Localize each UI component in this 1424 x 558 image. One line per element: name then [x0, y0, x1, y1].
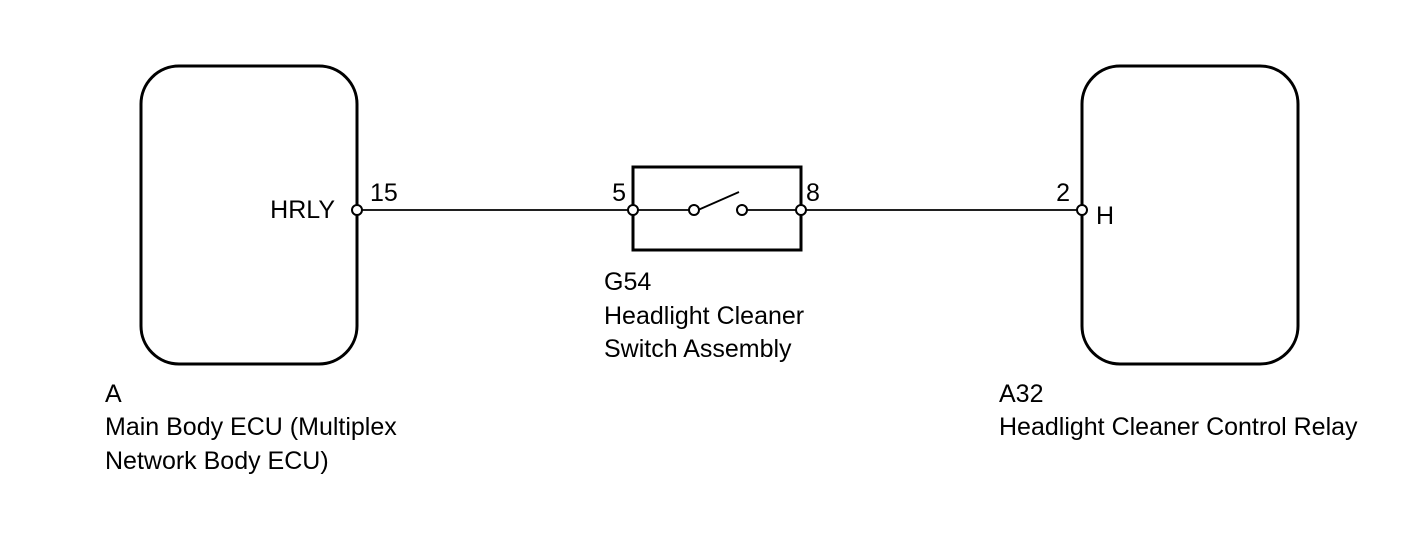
terminal-switch-5 [627, 204, 639, 216]
relay-block [1080, 64, 1300, 366]
ecu-name-line1: Main Body ECU (Multiplex [105, 413, 397, 441]
switch-contact-blade [697, 191, 740, 211]
relay-code: A32 [999, 380, 1043, 408]
pin-relay-2: 2 [1056, 179, 1070, 207]
ecu-code: A [105, 380, 122, 408]
switch-name-line1: Headlight Cleaner [604, 302, 804, 330]
terminal-relay-2 [1076, 204, 1088, 216]
pin-switch-5: 5 [612, 179, 626, 207]
ecu-name-line2: Network Body ECU) [105, 447, 329, 475]
relay-name: Headlight Cleaner Control Relay [999, 413, 1358, 441]
switch-contact-left [688, 204, 700, 216]
ecu-terminal-name: HRLY [270, 196, 335, 224]
switch-code: G54 [604, 268, 651, 296]
relay-terminal-name: H [1096, 202, 1114, 230]
switch-contact-right [736, 204, 748, 216]
terminal-switch-8 [795, 204, 807, 216]
terminal-ecu-15 [351, 204, 363, 216]
pin-switch-8: 8 [806, 179, 820, 207]
pin-ecu-15: 15 [370, 179, 398, 207]
switch-block [631, 165, 803, 252]
switch-name-line2: Switch Assembly [604, 335, 792, 363]
